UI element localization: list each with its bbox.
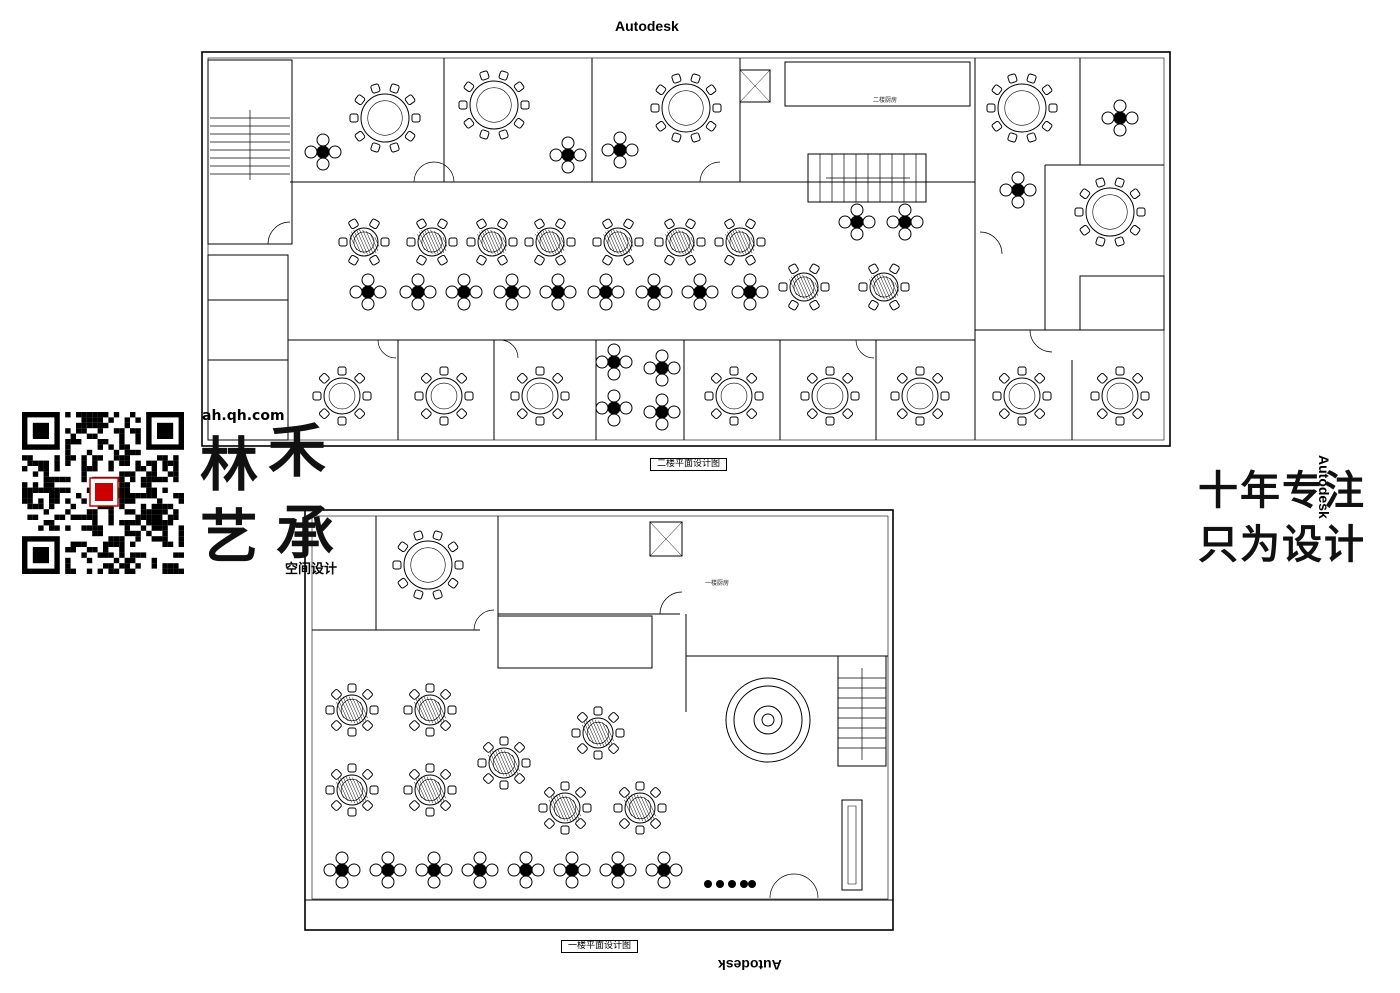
four-top-2f-b6	[635, 273, 673, 311]
four-top-2f-d0	[595, 343, 633, 381]
brand-char-2: 禾	[268, 417, 327, 485]
brand-char-3: 艺	[200, 503, 259, 571]
kitchen-2f-label: 二楼厨房	[873, 97, 898, 104]
second-floor-caption: 二楼平面设计图	[650, 458, 728, 471]
hall-table-row1-1	[406, 218, 458, 266]
four-top-2f-b0	[349, 273, 387, 311]
hall-table-1f-4	[325, 763, 379, 817]
four-top-2f-b2	[445, 273, 483, 311]
central-stair-treads	[819, 154, 917, 202]
four-top-1f-1	[369, 851, 407, 889]
table-vip-3	[650, 73, 722, 143]
elevator-1f	[649, 521, 683, 557]
four-top-1f-7	[645, 851, 683, 889]
entrance-doors	[473, 591, 819, 899]
hall-table-1f-1	[403, 683, 457, 737]
elevator-2f	[739, 69, 771, 103]
potted-plants	[704, 880, 756, 888]
four-top-1f-0	[323, 851, 361, 889]
central-stair	[807, 153, 927, 203]
first-floor-plan	[304, 509, 894, 931]
fountain	[725, 677, 811, 763]
table-vip-4	[986, 73, 1058, 143]
table-vip-1	[349, 83, 421, 153]
four-top-2f-b1	[399, 273, 437, 311]
qr-code	[18, 408, 188, 578]
first-floor-stair-treads	[838, 668, 886, 760]
first-floor-caption: 一楼平面设计图	[561, 940, 639, 953]
table-vip-2	[458, 70, 530, 140]
hall-table-row1-4	[592, 218, 644, 266]
table-room-2	[510, 366, 570, 426]
hall-table-big-1	[858, 263, 910, 311]
four-top-2f-c1	[886, 203, 924, 241]
hall-table-1f-0	[325, 683, 379, 737]
four-top-2f-d1	[643, 349, 681, 387]
hall-table-1f-2	[571, 706, 625, 760]
four-top-2f-c0	[838, 203, 876, 241]
table-room-0	[312, 366, 372, 426]
door-swings	[267, 161, 1053, 359]
four-top-2f-b3	[493, 273, 531, 311]
watermark-top: Autodesk	[615, 18, 679, 34]
four-top-2f-a3	[1101, 99, 1139, 137]
table-1f-vip	[392, 530, 464, 600]
watermark-bottom: Autodesk	[718, 957, 782, 973]
brand-url: ah.qh.com	[202, 408, 285, 424]
hall-table-row1-5	[654, 218, 706, 266]
four-top-2f-d2	[595, 389, 633, 427]
hall-table-1f-7	[613, 781, 667, 835]
four-top-2f-b5	[587, 273, 625, 311]
hall-table-big-0	[778, 263, 830, 311]
four-top-2f-b8	[731, 273, 769, 311]
hall-table-1f-5	[403, 763, 457, 817]
table-room-6	[992, 366, 1052, 426]
four-top-1f-5	[553, 851, 591, 889]
four-top-1f-3	[461, 851, 499, 889]
hall-table-row1-3	[524, 218, 576, 266]
kitchen-1f-label: 一楼厨房	[705, 580, 730, 587]
hall-table-row1-0	[338, 218, 390, 266]
slogan-line-2: 只为设计	[1198, 522, 1366, 568]
brand-char-4: 承	[276, 499, 335, 567]
first-floor-counter	[497, 615, 653, 669]
right-toilets	[1079, 275, 1165, 331]
four-top-2f-a1	[549, 136, 587, 174]
four-top-2f-a2	[601, 131, 639, 169]
furniture-layer	[304, 70, 1150, 889]
table-vip-5	[1074, 177, 1146, 247]
four-top-2f-d3	[643, 393, 681, 431]
four-top-2f-b7	[681, 273, 719, 311]
table-room-3	[704, 366, 764, 426]
second-floor-plan	[201, 51, 1171, 447]
hall-table-1f-6	[538, 781, 592, 835]
left-toilets	[207, 254, 289, 441]
table-room-7	[1090, 366, 1150, 426]
table-room-4	[800, 366, 860, 426]
four-top-2f-a0	[304, 133, 342, 171]
four-top-1f-6	[599, 851, 637, 889]
second-floor-kitchen	[784, 61, 971, 107]
hall-table-row1-2	[466, 218, 518, 266]
brand-tagline: 空间设计	[285, 562, 338, 577]
four-top-1f-4	[507, 851, 545, 889]
four-top-2f-b4	[539, 273, 577, 311]
table-room-1	[414, 366, 474, 426]
four-top-1f-2	[415, 851, 453, 889]
first-floor-stair	[837, 655, 887, 767]
left-stair-treads	[210, 110, 290, 180]
hall-table-1f-3	[477, 736, 531, 790]
table-room-5	[890, 366, 950, 426]
slogan-line-1: 十年专注	[1198, 468, 1366, 514]
hall-table-row1-6	[714, 218, 766, 266]
left-stair	[207, 59, 293, 245]
four-top-2f-a4	[999, 171, 1037, 209]
brand-char-1: 林	[200, 431, 259, 499]
